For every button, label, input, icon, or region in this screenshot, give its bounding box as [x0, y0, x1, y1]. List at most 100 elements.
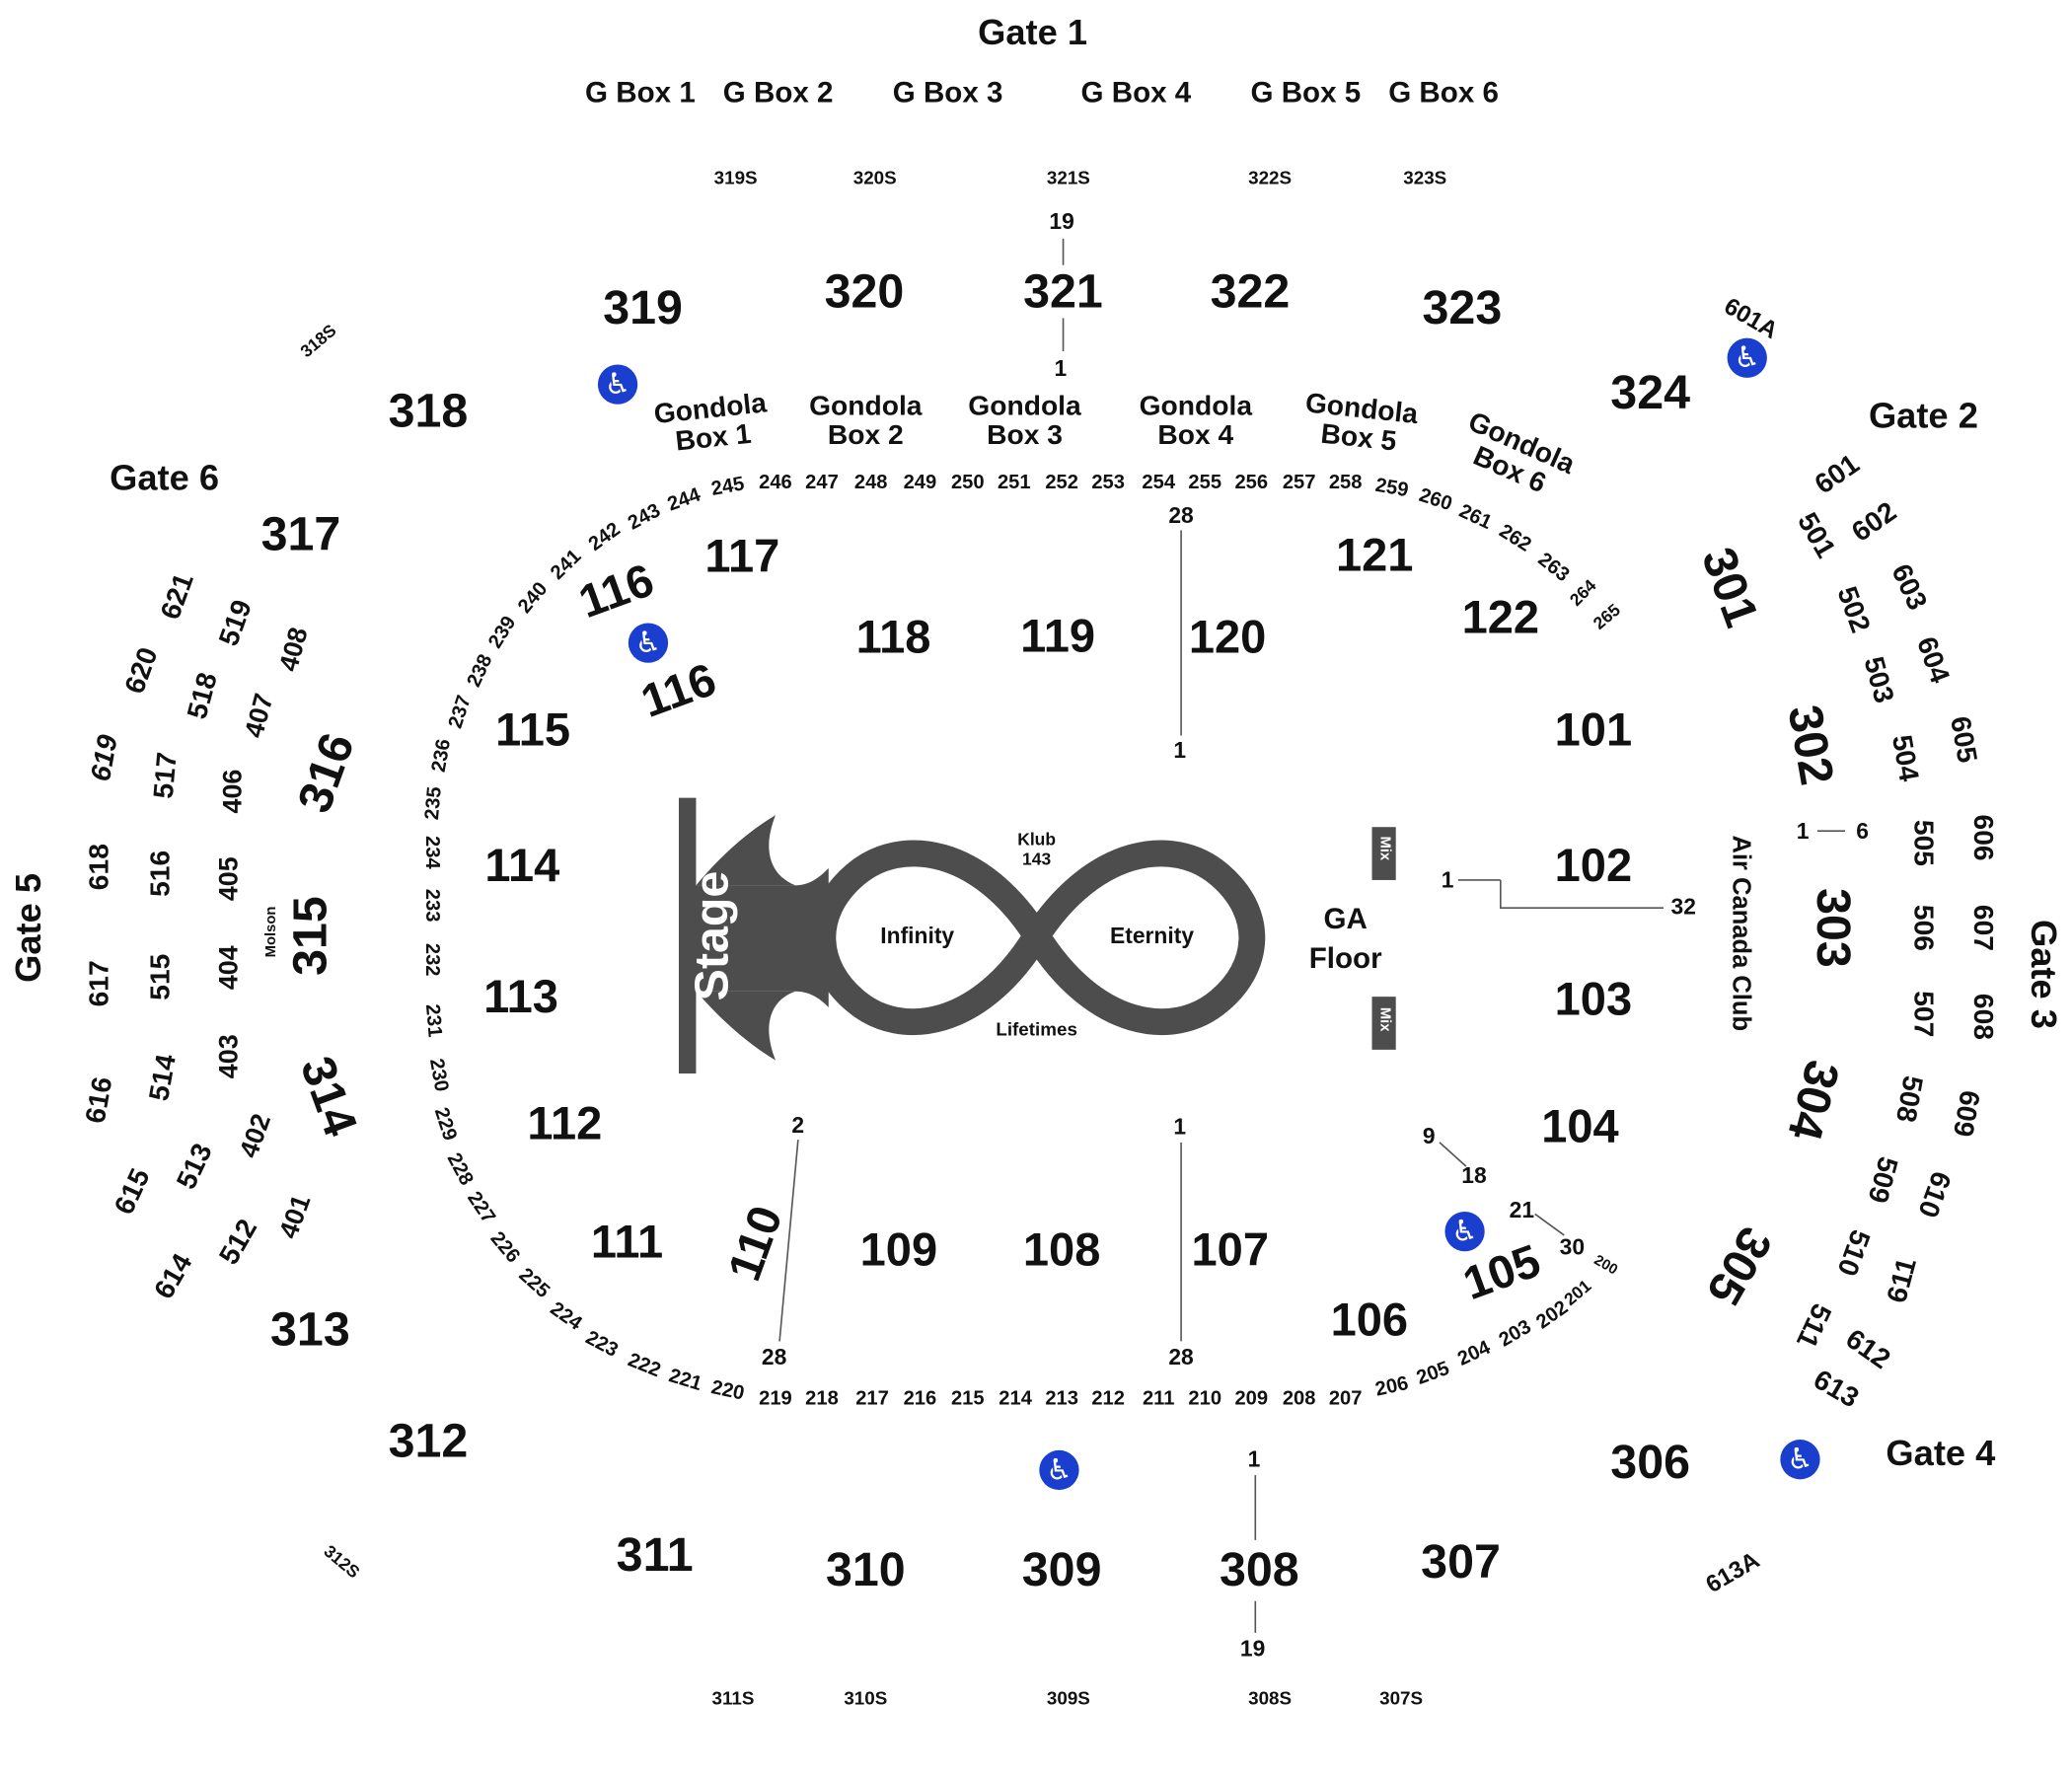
section-510[interactable]: 510: [1830, 1225, 1876, 1281]
section-114[interactable]: 114: [484, 840, 560, 892]
section-234[interactable]: 234: [420, 836, 444, 869]
section-608[interactable]: 608: [1967, 993, 1999, 1041]
section-307s[interactable]: 307S: [1379, 1687, 1424, 1709]
section-117[interactable]: 117: [704, 531, 780, 583]
gate-5-label[interactable]: Gate 5: [8, 872, 49, 983]
gondola-box-5[interactable]: Gondola Box 5: [1303, 388, 1420, 458]
section-323s[interactable]: 323S: [1403, 167, 1447, 188]
section-109[interactable]: 109: [859, 1223, 938, 1277]
section-116-upper[interactable]: 116: [572, 554, 661, 629]
section-227[interactable]: 227: [462, 1187, 500, 1228]
g-box-4[interactable]: G Box 4: [1080, 75, 1192, 110]
section-224[interactable]: 224: [546, 1297, 586, 1336]
section-518[interactable]: 518: [182, 669, 224, 723]
section-252[interactable]: 252: [1045, 471, 1078, 494]
section-401[interactable]: 401: [274, 1191, 318, 1243]
section-119[interactable]: 119: [1020, 610, 1096, 663]
section-619[interactable]: 619: [85, 732, 124, 784]
section-206[interactable]: 206: [1372, 1371, 1411, 1401]
section-604[interactable]: 604: [1910, 632, 1956, 688]
section-120[interactable]: 120: [1188, 612, 1267, 664]
section-226[interactable]: 226: [485, 1227, 525, 1268]
gate-3-label[interactable]: Gate 3: [2023, 920, 2064, 1029]
gondola-box-3[interactable]: Gondola Box 3: [968, 391, 1081, 451]
ga-floor-label[interactable]: GA Floor: [1308, 901, 1382, 975]
section-243[interactable]: 243: [624, 498, 665, 535]
section-318s[interactable]: 318S: [296, 320, 340, 362]
section-202[interactable]: 202: [1531, 1295, 1573, 1334]
section-311[interactable]: 311: [616, 1526, 694, 1582]
gondola-box-2[interactable]: Gondola Box 2: [809, 391, 923, 451]
section-211[interactable]: 211: [1142, 1386, 1175, 1410]
section-235[interactable]: 235: [420, 785, 447, 821]
section-320s[interactable]: 320S: [852, 167, 897, 188]
section-205[interactable]: 205: [1413, 1357, 1453, 1390]
section-322s[interactable]: 322S: [1248, 167, 1293, 188]
section-606[interactable]: 606: [1967, 814, 1999, 861]
section-229[interactable]: 229: [429, 1104, 462, 1144]
g-box-3[interactable]: G Box 3: [892, 75, 1003, 110]
section-110[interactable]: 110: [718, 1199, 793, 1288]
section-316[interactable]: 316: [286, 725, 365, 820]
section-407[interactable]: 407: [240, 691, 280, 741]
section-113[interactable]: 113: [483, 971, 558, 1023]
section-220[interactable]: 220: [708, 1375, 747, 1405]
section-506[interactable]: 506: [1907, 904, 1939, 951]
section-108[interactable]: 108: [1022, 1223, 1101, 1277]
section-309[interactable]: 309: [1021, 1541, 1102, 1596]
section-317[interactable]: 317: [260, 506, 341, 561]
section-402[interactable]: 402: [234, 1110, 277, 1162]
section-408[interactable]: 408: [274, 624, 315, 675]
g-box-2[interactable]: G Box 2: [722, 75, 834, 110]
section-244[interactable]: 244: [664, 483, 703, 516]
section-208[interactable]: 208: [1282, 1386, 1316, 1410]
section-231[interactable]: 231: [420, 1002, 447, 1039]
section-514[interactable]: 514: [143, 1052, 183, 1104]
section-613a[interactable]: 613A: [1701, 1546, 1764, 1598]
section-611[interactable]: 611: [1882, 1254, 1923, 1306]
section-507[interactable]: 507: [1907, 991, 1939, 1038]
section-238[interactable]: 238: [462, 650, 497, 691]
section-403[interactable]: 403: [214, 1034, 245, 1079]
section-612[interactable]: 612: [1839, 1323, 1896, 1375]
section-219[interactable]: 219: [759, 1386, 792, 1410]
section-312s[interactable]: 312S: [320, 1540, 364, 1583]
section-116-lower[interactable]: 116: [634, 653, 723, 728]
section-212[interactable]: 212: [1091, 1386, 1125, 1410]
section-504[interactable]: 504: [1886, 732, 1924, 784]
gate-2-label[interactable]: Gate 2: [1868, 396, 1978, 436]
section-213[interactable]: 213: [1045, 1386, 1078, 1410]
section-602[interactable]: 602: [1846, 496, 1902, 549]
section-601a[interactable]: 601A: [1720, 292, 1783, 344]
section-248[interactable]: 248: [853, 471, 888, 494]
section-239[interactable]: 239: [483, 612, 521, 653]
section-312[interactable]: 312: [388, 1413, 469, 1468]
section-255[interactable]: 255: [1188, 471, 1222, 494]
section-512[interactable]: 512: [213, 1214, 263, 1270]
section-501[interactable]: 501: [1791, 507, 1841, 563]
section-245[interactable]: 245: [709, 472, 747, 501]
section-217[interactable]: 217: [855, 1386, 889, 1410]
section-313[interactable]: 313: [270, 1301, 350, 1357]
gondola-box-1[interactable]: Gondola Box 1: [652, 388, 769, 458]
section-618[interactable]: 618: [84, 844, 115, 891]
section-221[interactable]: 221: [666, 1364, 705, 1396]
section-204[interactable]: 204: [1453, 1336, 1495, 1371]
section-115[interactable]: 115: [495, 704, 571, 757]
section-256[interactable]: 256: [1234, 471, 1269, 494]
gate-4-label[interactable]: Gate 4: [1886, 1433, 1996, 1474]
section-613[interactable]: 613: [1808, 1364, 1864, 1415]
section-242[interactable]: 242: [584, 517, 625, 556]
section-319s[interactable]: 319S: [713, 167, 758, 188]
eternity-label[interactable]: Eternity: [1109, 923, 1195, 949]
section-309s[interactable]: 309S: [1046, 1687, 1090, 1709]
section-603[interactable]: 603: [1885, 559, 1933, 616]
infinity-label[interactable]: Infinity: [880, 923, 955, 949]
section-517[interactable]: 517: [148, 751, 184, 800]
section-502[interactable]: 502: [1830, 582, 1876, 637]
section-303[interactable]: 303: [1807, 888, 1862, 968]
section-258[interactable]: 258: [1328, 471, 1363, 494]
section-250[interactable]: 250: [950, 471, 985, 494]
section-508[interactable]: 508: [1889, 1073, 1928, 1125]
section-223[interactable]: 223: [581, 1326, 623, 1363]
